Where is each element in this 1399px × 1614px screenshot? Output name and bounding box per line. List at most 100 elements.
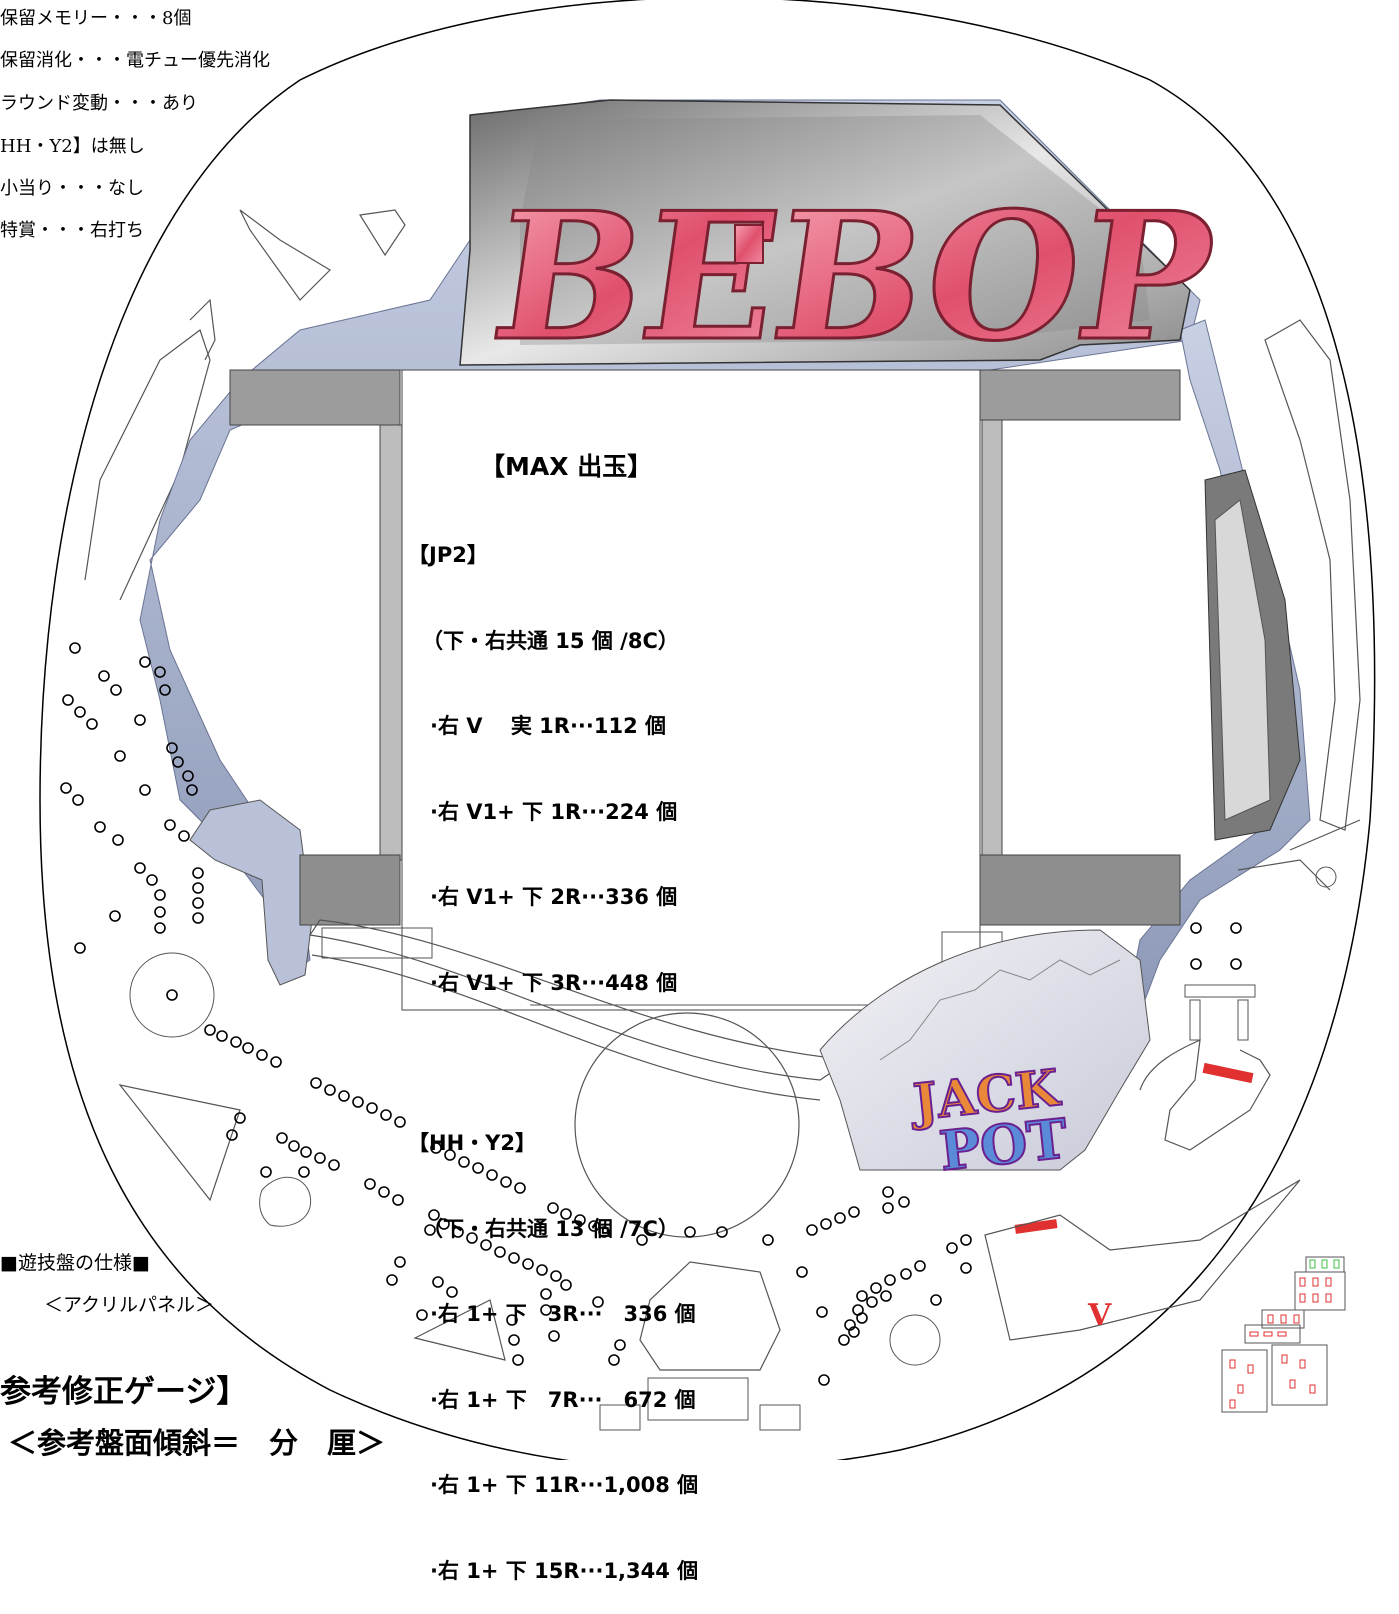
pin xyxy=(716,1226,728,1238)
pin xyxy=(139,784,151,796)
gauge-title: 参考修正ゲージ】 xyxy=(0,1374,248,1410)
pin xyxy=(536,1264,548,1276)
pin xyxy=(608,1354,620,1366)
payout-row: ·右 V1+ 下 1R···224 個 xyxy=(430,799,678,824)
pin xyxy=(394,1116,406,1128)
pin xyxy=(112,834,124,846)
pin xyxy=(550,1270,562,1282)
pin xyxy=(882,1186,894,1198)
pin xyxy=(438,1218,450,1230)
pin xyxy=(946,1242,958,1254)
pin xyxy=(870,1282,882,1294)
pin xyxy=(166,989,178,1001)
pin xyxy=(547,1202,559,1214)
pin xyxy=(94,821,106,833)
pin xyxy=(930,1294,942,1306)
pin xyxy=(260,1166,272,1178)
payout-row: ·右 V 実 1R···112 個 xyxy=(430,714,667,738)
pin xyxy=(178,830,190,842)
bebop-logo: BE BOP xyxy=(480,173,1227,381)
pin xyxy=(424,1224,436,1236)
pin xyxy=(60,782,72,794)
pin xyxy=(848,1326,860,1338)
pin xyxy=(560,1208,572,1220)
board-spec-label: ■遊技盤の仕様■ xyxy=(0,1252,150,1274)
pin xyxy=(588,1220,600,1232)
pin xyxy=(856,1312,868,1324)
spec-hh-y2: HH・Y2】は無し xyxy=(0,136,145,157)
pin xyxy=(900,1268,912,1280)
pin xyxy=(880,1290,892,1302)
pin xyxy=(432,1276,444,1288)
pin xyxy=(166,742,178,754)
pin xyxy=(480,1239,492,1251)
payout-row: ·右 V1+ 下 3R···448 個 xyxy=(430,970,678,995)
pin xyxy=(508,1252,520,1264)
pin xyxy=(500,1176,512,1188)
spec-hold-memory: 保留メモリー・・・8個 xyxy=(0,8,192,29)
pin xyxy=(820,1218,832,1230)
pin xyxy=(514,1182,526,1194)
spec-special: 特賞・・・右打ち xyxy=(0,220,144,241)
pin xyxy=(256,1049,268,1061)
jackpot-logo: JACK POT xyxy=(906,1057,1072,1184)
pin xyxy=(380,1109,392,1121)
pin xyxy=(452,1226,464,1238)
pin xyxy=(159,684,171,696)
pin xyxy=(486,1169,498,1181)
pin xyxy=(164,819,176,831)
pin xyxy=(366,1102,378,1114)
pin xyxy=(72,794,84,806)
pin xyxy=(226,1129,238,1141)
pin xyxy=(114,750,126,762)
pin xyxy=(1190,922,1202,934)
pin xyxy=(338,1090,350,1102)
pin xyxy=(134,714,146,726)
pin xyxy=(806,1224,818,1236)
pin xyxy=(204,1024,216,1036)
pin xyxy=(154,666,166,678)
pin xyxy=(960,1262,972,1274)
spec-small-hit: 小当り・・・なし xyxy=(0,178,144,199)
svg-text:POT: POT xyxy=(937,1106,1071,1183)
svg-text:BOP: BOP xyxy=(762,175,1226,380)
pin xyxy=(182,770,194,782)
pin xyxy=(848,1206,860,1218)
pin xyxy=(270,1056,282,1068)
payout-heading: 【MAX 出玉】 xyxy=(480,452,653,481)
spec-hold-digest: 保留消化・・・電チュー優先消化 xyxy=(0,50,270,71)
payout-row: ·右 V1+ 下 2R···336 個 xyxy=(430,885,678,909)
pin xyxy=(796,1266,808,1278)
pin xyxy=(430,1142,442,1154)
pin xyxy=(242,1042,254,1054)
payout-group-title: 【HH・Y2】 xyxy=(408,1131,536,1155)
pin xyxy=(1230,922,1242,934)
pin xyxy=(154,906,166,918)
pin xyxy=(446,1286,458,1298)
pin xyxy=(109,910,121,922)
pin xyxy=(192,882,204,894)
pin xyxy=(522,1258,534,1270)
pin xyxy=(428,1209,440,1221)
pin xyxy=(914,1260,926,1272)
pin xyxy=(494,1246,506,1258)
payout-group-note: （下・右共通 13 個 /7C） xyxy=(422,1216,679,1241)
svg-text:BE: BE xyxy=(482,175,792,380)
pin xyxy=(139,656,151,668)
pin xyxy=(466,1232,478,1244)
pin xyxy=(186,784,198,796)
pin xyxy=(838,1334,850,1346)
pin xyxy=(386,1274,398,1286)
payout-group-title: 【JP2】 xyxy=(408,543,488,567)
pin xyxy=(288,1140,300,1152)
pin xyxy=(310,1077,322,1089)
pin xyxy=(512,1354,524,1366)
max-payout-table: 【MAX 出玉】 【JP2】 （下・右共通 15 個 /8C） ·右 V 実 1… xyxy=(408,393,698,1614)
pin xyxy=(458,1156,470,1168)
v-mark: V xyxy=(1087,1298,1112,1333)
pin xyxy=(548,1330,560,1342)
pin xyxy=(134,862,146,874)
pin xyxy=(146,874,158,886)
pin xyxy=(328,1159,340,1171)
prize-counter-diagram xyxy=(1221,1256,1346,1413)
